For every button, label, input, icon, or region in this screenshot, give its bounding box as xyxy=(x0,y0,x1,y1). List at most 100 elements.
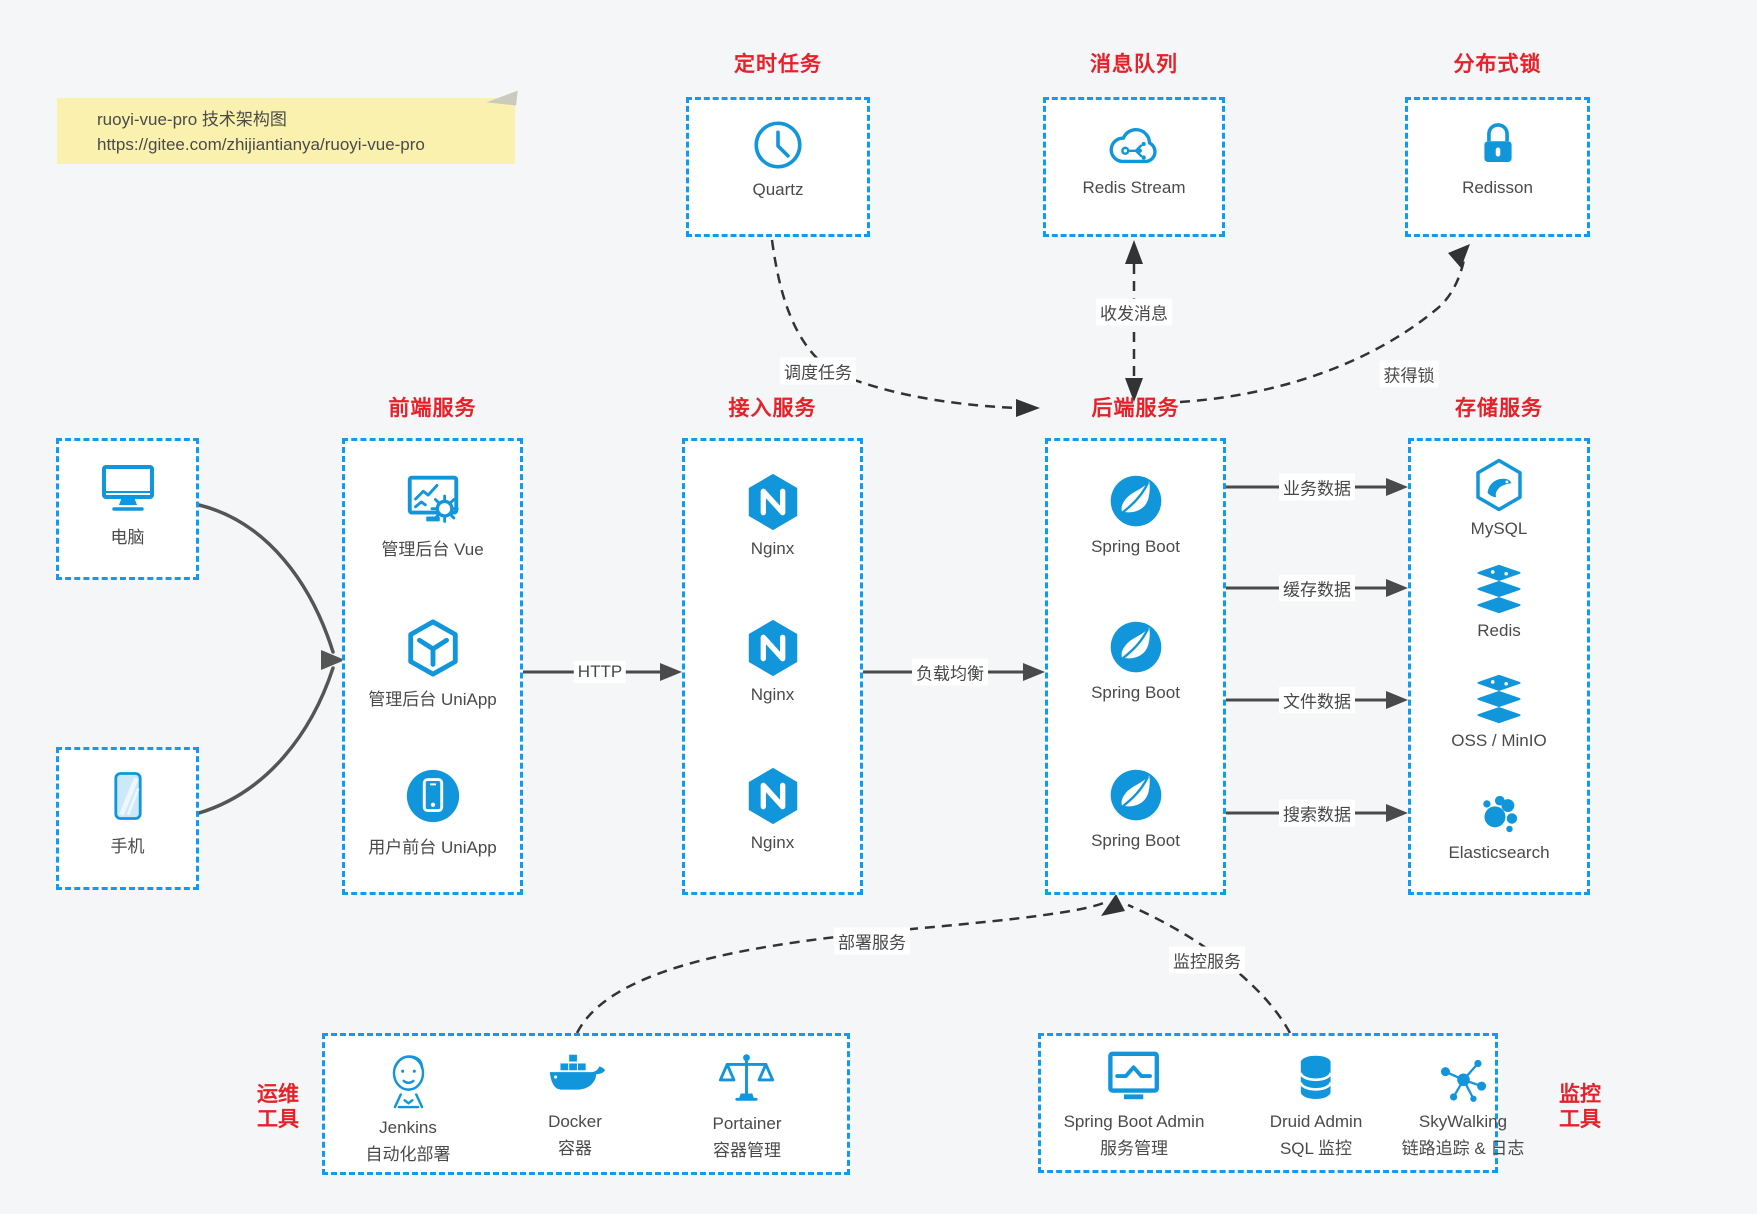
title-distributed-lock: 分布式锁 xyxy=(1453,53,1542,76)
portainer-label: Portainer xyxy=(712,1114,782,1133)
redis-stream-label: Redis Stream xyxy=(1082,178,1186,197)
edge-label-file-data: 文件数据 xyxy=(1279,686,1355,714)
quartz-label: Quartz xyxy=(752,180,804,199)
uniapp-cube-icon xyxy=(407,619,458,677)
edge-label-business-data: 业务数据 xyxy=(1279,473,1355,501)
druid-sublabel: SQL 监控 xyxy=(1279,1139,1353,1158)
backend-label-1: Spring Boot xyxy=(1091,537,1180,556)
portainer-sublabel: 容器管理 xyxy=(712,1141,781,1160)
cloud-stream-icon xyxy=(1109,128,1157,164)
storage-item-es: Elasticsearch xyxy=(1411,787,1587,863)
skywalking-label: SkyWalking xyxy=(1418,1112,1508,1131)
monitor-item-sba: Spring Boot Admin 服务管理 xyxy=(1064,1048,1204,1159)
redisson-label: Redisson xyxy=(1462,178,1533,197)
skywalking-icon xyxy=(1441,1059,1487,1102)
druid-icon xyxy=(1299,1055,1333,1099)
backend-item-2: Spring Boot xyxy=(1048,617,1223,703)
phone-icon xyxy=(113,772,142,820)
frontend-uniapp-label: 管理后台 UniApp xyxy=(368,690,497,709)
nginx-icon xyxy=(748,473,797,531)
access-label-1: Nginx xyxy=(750,539,795,558)
portainer-icon xyxy=(719,1054,775,1101)
edge-phone-to-frontend xyxy=(197,666,335,815)
access-box: Nginx Nginx Nginx xyxy=(682,438,863,895)
quartz-box: Quartz xyxy=(686,97,870,237)
monitor-item-druid: Druid Admin SQL 监控 xyxy=(1269,1050,1363,1159)
edge-label-http: HTTP xyxy=(573,661,627,683)
sba-icon xyxy=(1108,1051,1160,1100)
access-label-2: Nginx xyxy=(750,685,795,704)
title-backend: 后端服务 xyxy=(1091,397,1180,420)
redisson-item: Redisson xyxy=(1408,114,1587,198)
edge-label-load-balance: 负载均衡 xyxy=(912,658,988,686)
edge-label-deploy: 部署服务 xyxy=(834,927,910,955)
docker-icon xyxy=(549,1054,606,1090)
redisson-box: Redisson xyxy=(1405,97,1590,237)
monitor-item-skywalking: SkyWalking 链路追踪 & 日志 xyxy=(1401,1050,1525,1159)
ops-item-jenkins: Jenkins 自动化部署 xyxy=(366,1044,451,1165)
edge-lock xyxy=(1179,259,1466,404)
access-item-1: Nginx xyxy=(685,471,860,559)
mysql-icon xyxy=(1476,458,1522,512)
jenkins-label: Jenkins xyxy=(379,1118,437,1137)
nginx-icon xyxy=(748,767,797,825)
access-item-3: Nginx xyxy=(685,765,860,853)
frontend-vue-label: 管理后台 Vue xyxy=(381,540,484,559)
mobile-box: 手机 xyxy=(56,747,199,890)
edge-label-search-data: 搜索数据 xyxy=(1279,799,1355,827)
storage-oss-label: OSS / MinIO xyxy=(1451,731,1547,750)
sba-sublabel: 服务管理 xyxy=(1100,1139,1168,1158)
backend-label-2: Spring Boot xyxy=(1091,683,1180,702)
backend-item-3: Spring Boot xyxy=(1048,765,1223,851)
mobile-label: 手机 xyxy=(110,837,145,856)
redis-icon xyxy=(1477,674,1521,724)
frontend-item-userapp: 用户前台 UniApp xyxy=(345,765,520,858)
quartz-item: Quartz xyxy=(689,116,867,200)
edge-label-message: 收发消息 xyxy=(1096,298,1172,326)
edge-label-schedule: 调度任务 xyxy=(780,357,856,385)
spring-icon xyxy=(1110,475,1161,527)
backend-label-3: Spring Boot xyxy=(1091,831,1180,850)
storage-item-redis: Redis xyxy=(1411,563,1587,641)
title-frontend: 前端服务 xyxy=(388,397,477,420)
pc-item: 电脑 xyxy=(59,459,196,548)
storage-es-label: Elasticsearch xyxy=(1448,843,1550,862)
note-title: ruoyi-vue-pro 技术架构图 xyxy=(97,110,287,129)
pc-label: 电脑 xyxy=(110,528,145,547)
title-scheduled-tasks: 定时任务 xyxy=(734,53,822,76)
redis-stream-box: Redis Stream xyxy=(1043,97,1225,237)
spring-icon xyxy=(1110,769,1161,821)
arrowhead-frontend xyxy=(321,650,345,670)
storage-redis-label: Redis xyxy=(1477,621,1521,640)
ops-item-portainer: Portainer 容器管理 xyxy=(712,1048,782,1161)
ops-tools-title: 运维 工具 xyxy=(257,1083,299,1131)
access-item-2: Nginx xyxy=(685,617,860,705)
title-storage: 存储服务 xyxy=(1455,397,1543,420)
elasticsearch-icon xyxy=(1483,795,1518,833)
skywalking-sublabel: 链路追踪 & 日志 xyxy=(1401,1139,1525,1158)
edge-deploy xyxy=(575,900,1107,1034)
storage-box: MySQL Redis OSS / Mi xyxy=(1408,438,1590,895)
access-label-3: Nginx xyxy=(750,833,795,852)
title-access: 接入服务 xyxy=(728,397,817,420)
monitor-tools-box: Spring Boot Admin 服务管理 Druid Admin SQL 监… xyxy=(1038,1033,1524,1173)
mobile-item: 手机 xyxy=(59,766,196,857)
backend-item-1: Spring Boot xyxy=(1048,471,1223,557)
docker-label: Docker xyxy=(548,1112,602,1131)
jenkins-sublabel: 自动化部署 xyxy=(365,1145,451,1164)
desktop-icon xyxy=(101,465,154,511)
admin-vue-icon xyxy=(407,475,459,523)
ops-tools-box: Jenkins 自动化部署 Docker 容器 xyxy=(322,1033,850,1175)
redis-icon xyxy=(1477,564,1521,614)
title-message-queue: 消息队列 xyxy=(1090,53,1178,76)
edge-label-monitor: 监控服务 xyxy=(1169,946,1245,974)
druid-label: Druid Admin xyxy=(1269,1112,1363,1131)
clock-icon xyxy=(754,121,802,169)
ops-item-docker: Docker 容器 xyxy=(543,1050,607,1159)
pc-box: 电脑 xyxy=(56,438,199,580)
storage-item-mysql: MySQL xyxy=(1411,457,1587,539)
lock-icon xyxy=(1483,123,1512,163)
storage-mysql-label: MySQL xyxy=(1470,519,1528,538)
user-app-icon xyxy=(406,769,459,823)
backend-box: Spring Boot Spring Boot Spring Boot xyxy=(1045,438,1226,895)
